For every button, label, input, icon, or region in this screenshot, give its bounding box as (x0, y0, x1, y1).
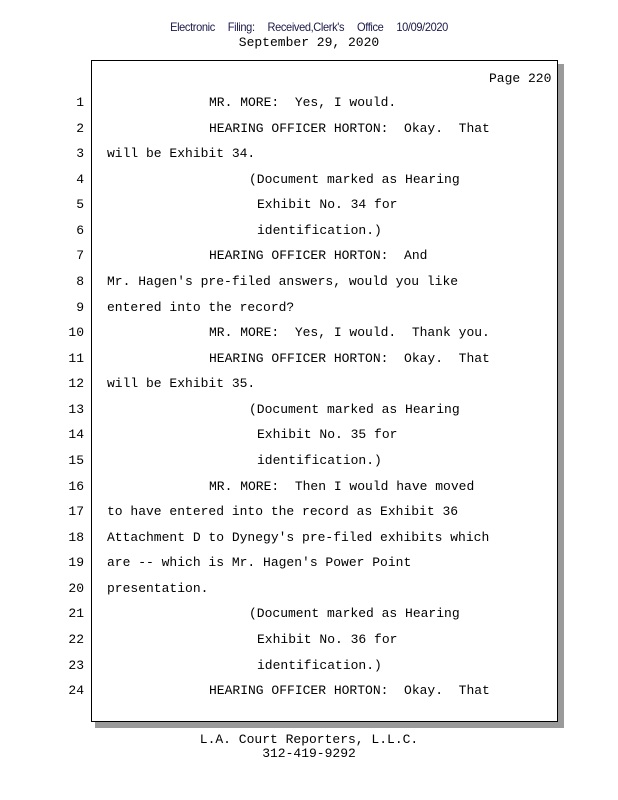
transcript-line: MR. MORE: Yes, I would. (209, 95, 397, 110)
line-number: 1 (76, 95, 84, 110)
transcript-line: identification.) (257, 222, 382, 238)
line-number: 6 (76, 222, 84, 238)
transcript-line: HEARING OFFICER HORTON: Okay. That (209, 120, 490, 136)
line-number: 19 (68, 555, 84, 571)
filing-stamp-word: Electronic (170, 20, 215, 34)
transcript-line: will be Exhibit 34. (107, 146, 256, 162)
filing-stamp-word: Filing: (227, 20, 255, 34)
transcript-line: (Document marked as Hearing (249, 171, 460, 187)
line-number: 9 (76, 299, 84, 315)
line-number: 17 (68, 504, 84, 520)
transcript-line: HEARING OFFICER HORTON: And (209, 248, 428, 264)
page-number: Page 220 (489, 71, 552, 86)
filing-stamp: Electronic Filing: Received,Clerk's Office 1… (25, 20, 594, 34)
transcript-line: identification.) (257, 453, 382, 468)
transcript-line: Exhibit No. 34 for (257, 197, 398, 213)
transcript-line: entered into the record? (107, 299, 295, 315)
line-number: 2 (76, 120, 84, 136)
line-number: 10 (68, 325, 84, 341)
transcript-line: Exhibit No. 36 for (257, 632, 398, 647)
line-number: 13 (68, 401, 84, 417)
line-number: 15 (68, 453, 84, 468)
transcript-line: presentation. (107, 580, 209, 596)
footer-company: L.A. Court Reporters, L.L.C. (199, 732, 419, 747)
transcript-line: MR. MORE: Then I would have moved (209, 478, 475, 494)
line-number: 21 (68, 606, 84, 622)
line-number: 8 (76, 274, 84, 289)
transcript-line: will be Exhibit 35. (107, 376, 256, 392)
transcript-box (91, 60, 558, 722)
filing-stamp-word: Office (357, 20, 384, 34)
transcript-line: Mr. Hagen's pre-filed answers, would you… (107, 274, 459, 289)
transcript-line: (Document marked as Hearing (249, 401, 460, 417)
line-number: 3 (76, 146, 84, 162)
transcript-line: HEARING OFFICER HORTON: Okay. That (209, 350, 490, 366)
transcript-line: are -- which is Mr. Hagen's Power Point (107, 555, 412, 571)
line-number: 16 (68, 478, 84, 494)
transcript-line: identification.) (257, 657, 382, 673)
line-number: 12 (68, 376, 84, 392)
filing-stamp-date: 10/09/2020 (396, 20, 448, 34)
transcript-line: to have entered into the record as Exhib… (107, 504, 459, 520)
line-number: 20 (68, 580, 84, 596)
line-number: 24 (68, 683, 84, 699)
hearing-date: September 29, 2020 (238, 35, 380, 50)
footer-phone: 312-419-9292 (262, 746, 356, 761)
transcript-line: Attachment D to Dynegy's pre-filed exhib… (107, 529, 490, 545)
line-number: 11 (68, 350, 84, 366)
line-number: 18 (68, 529, 84, 545)
line-number: 5 (76, 197, 84, 213)
line-number: 14 (68, 427, 84, 443)
transcript-line: (Document marked as Hearing (249, 606, 460, 622)
filing-stamp-word: Received,Clerk's (267, 20, 345, 34)
line-number: 23 (68, 657, 84, 673)
line-number: 4 (76, 171, 84, 187)
transcript-line: HEARING OFFICER HORTON: Okay. That (209, 683, 490, 699)
transcript-line: MR. MORE: Yes, I would. Thank you. (209, 325, 490, 341)
line-number: 7 (76, 248, 84, 264)
transcript-line: Exhibit No. 35 for (257, 427, 398, 443)
line-number: 22 (68, 632, 84, 647)
